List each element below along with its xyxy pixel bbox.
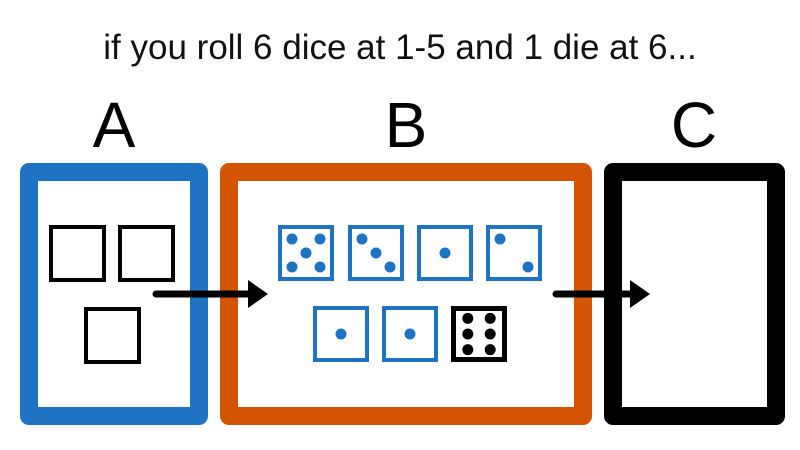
box-b: [220, 163, 592, 425]
empty-slot: [84, 307, 141, 364]
die-6: [451, 306, 507, 362]
label-a: A: [92, 89, 136, 161]
label-b: B: [384, 89, 428, 161]
die-pip: [286, 233, 298, 245]
die-pip: [314, 233, 326, 245]
arrow-a-to-b: [152, 280, 268, 308]
die-pip: [484, 328, 496, 340]
label-c: C: [670, 89, 718, 161]
die-pip: [286, 261, 298, 273]
die-1: [382, 306, 438, 362]
die-pip: [300, 247, 312, 259]
die-3: [348, 225, 404, 281]
die-face: [417, 225, 473, 281]
die-pip: [484, 344, 496, 356]
die-pip: [494, 233, 506, 245]
title: if you roll 6 dice at 1-5 and 1 die at 6…: [103, 28, 697, 67]
die-pip: [404, 328, 416, 340]
die-2: [486, 225, 542, 281]
empty-slot: [49, 225, 106, 282]
die-1: [313, 306, 369, 362]
die-pip: [314, 261, 326, 273]
empty-slot: [118, 225, 175, 282]
die-pip: [335, 328, 347, 340]
die-5: [278, 225, 334, 281]
die-pip: [384, 261, 396, 273]
die-pip: [356, 233, 368, 245]
die-1: [417, 225, 473, 281]
die-pip: [462, 312, 474, 324]
die-pip: [462, 328, 474, 340]
die-pip: [462, 344, 474, 356]
arrow-b-to-c: [552, 280, 650, 308]
die-pip: [484, 312, 496, 324]
box-c: [604, 163, 785, 425]
die-face: [382, 306, 438, 362]
die-pip: [370, 247, 382, 259]
die-pip: [439, 247, 451, 259]
die-face: [451, 306, 507, 362]
die-pip: [522, 261, 534, 273]
